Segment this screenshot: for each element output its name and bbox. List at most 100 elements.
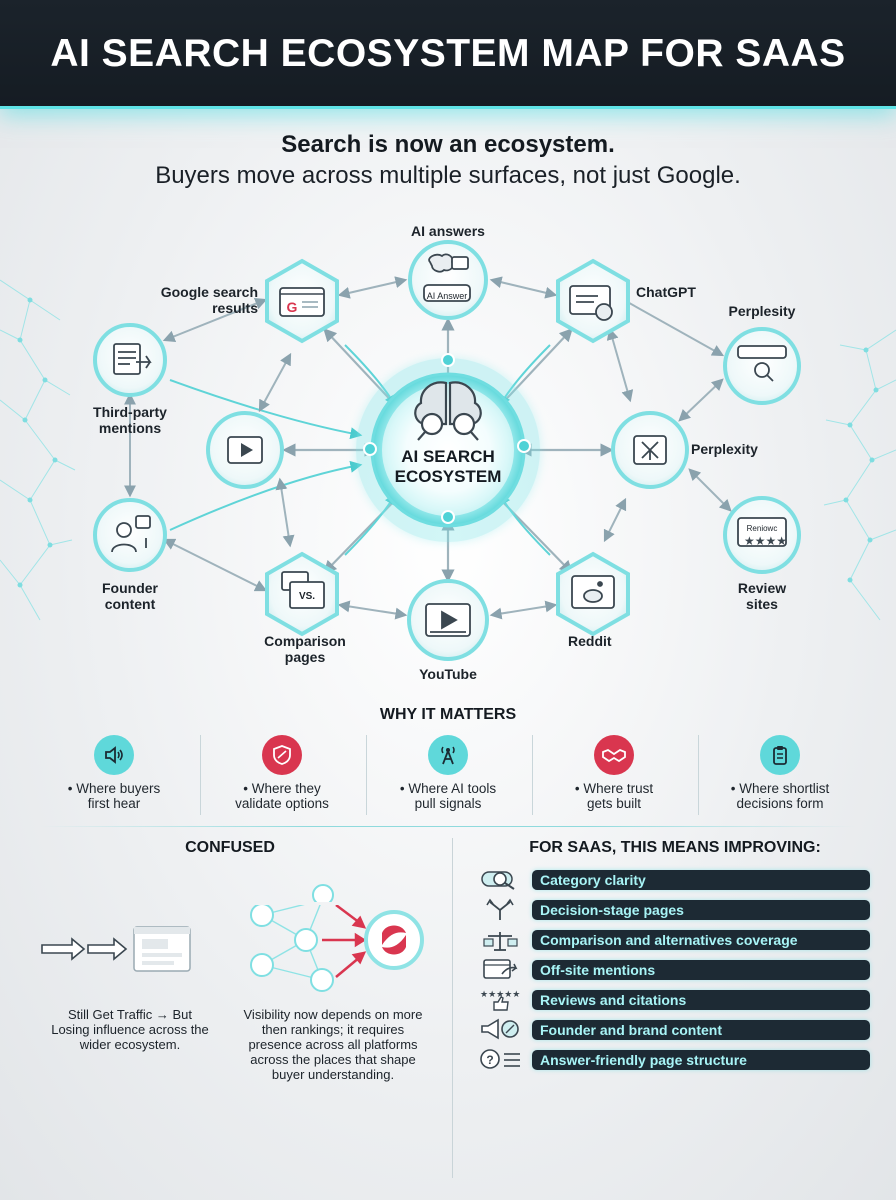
why-text: • Where trust gets built bbox=[532, 781, 696, 811]
node-third-party[interactable] bbox=[93, 323, 167, 397]
confused-left-line: Losing influence across the bbox=[51, 1022, 209, 1037]
right-network-decoration bbox=[823, 329, 896, 621]
improving-item: Decision-stage pages bbox=[532, 900, 870, 920]
traffic-arrows bbox=[41, 937, 128, 961]
why-text-line1: • Where they bbox=[243, 781, 321, 796]
node-review[interactable]: ★★★★ bbox=[723, 496, 801, 574]
why-item: • Where trust gets built bbox=[532, 735, 696, 811]
node-google[interactable]: G bbox=[265, 258, 339, 344]
platform-nodes bbox=[250, 905, 334, 992]
handshake-icon bbox=[594, 735, 634, 775]
label-review-line2: sites bbox=[746, 596, 778, 612]
why-text: • Where they validate options bbox=[200, 781, 364, 811]
node-founder[interactable] bbox=[93, 498, 167, 572]
why-text-line1: • Where buyers bbox=[67, 781, 161, 796]
improving-item: Off-site mentions bbox=[532, 960, 870, 980]
shield-icon bbox=[262, 735, 302, 775]
why-text: • Where shortlist decisions form bbox=[698, 781, 862, 811]
review-badge: Reniowc bbox=[746, 524, 778, 533]
svg-text:G: G bbox=[287, 299, 298, 315]
megaphone-icon bbox=[481, 1018, 519, 1040]
why-text-line1: • Where shortlist bbox=[730, 781, 830, 796]
left-network-decoration bbox=[0, 279, 76, 621]
confused-illustration bbox=[41, 905, 424, 992]
why-item: • Where they validate options bbox=[200, 735, 364, 811]
fork-arrows-icon bbox=[486, 898, 514, 920]
svg-text:★★★★★: ★★★★★ bbox=[480, 990, 520, 1000]
brand-logo-icon bbox=[364, 910, 424, 970]
label-review-line1: Review bbox=[737, 580, 787, 596]
improving-title: FOR SAAS, THIS MEANS IMPROVING: bbox=[529, 839, 821, 856]
improving-item: Answer-friendly page structure bbox=[532, 1050, 870, 1070]
share-browser-icon bbox=[483, 959, 518, 979]
node-ai-answers[interactable] bbox=[408, 240, 488, 320]
label-ai-answers: AI answers bbox=[411, 223, 485, 239]
label-chatgpt: ChatGPT bbox=[636, 284, 696, 300]
label-google-line2: results bbox=[212, 300, 258, 316]
node-youtube[interactable] bbox=[407, 579, 489, 661]
why-text: • Where AI tools pull signals bbox=[366, 781, 530, 811]
magnifier-icon bbox=[481, 871, 515, 890]
divider bbox=[200, 735, 201, 815]
why-text-line1: • Where AI tools bbox=[399, 781, 497, 796]
section-divider bbox=[40, 826, 856, 827]
label-google: Google search results bbox=[140, 284, 258, 316]
why-text-line2: decisions form bbox=[736, 796, 824, 811]
label-comparison: Comparison pages bbox=[245, 633, 365, 665]
vs-badge: VS. bbox=[298, 591, 316, 602]
search-bar-icon bbox=[737, 345, 787, 382]
reddit-icon bbox=[571, 575, 615, 609]
improving-item: Comparison and alternatives coverage bbox=[532, 930, 870, 950]
confused-right-line: presence across all platforms bbox=[248, 1037, 418, 1052]
intro-subtitle: Buyers move across multiple surfaces, no… bbox=[155, 162, 741, 189]
improving-item: Category clarity bbox=[532, 870, 870, 890]
why-item: • Where AI tools pull signals bbox=[366, 735, 530, 811]
confused-left-line: wider ecosystem. bbox=[79, 1037, 181, 1052]
chat-window-icon bbox=[569, 285, 613, 321]
clipboard-icon bbox=[760, 735, 800, 775]
why-text-line2: pull signals bbox=[414, 796, 482, 811]
ecosystem-diagram: G bbox=[0, 240, 896, 661]
node-perplesity[interactable] bbox=[723, 327, 801, 405]
red-arrows bbox=[322, 905, 367, 978]
label-comparison-line1: Comparison bbox=[264, 633, 346, 649]
newspaper-share-icon bbox=[113, 343, 152, 375]
confused-right-line: Visibility now depends on more bbox=[243, 1007, 423, 1022]
node-reddit[interactable] bbox=[556, 551, 630, 637]
confused-left-text: Still Get Traffic → But Losing influence… bbox=[30, 1007, 230, 1052]
confused-title: CONFUSED bbox=[185, 839, 275, 856]
why-item: • Where shortlist decisions form bbox=[698, 735, 862, 811]
balance-scale-icon bbox=[483, 932, 518, 951]
confused-left-line: Still Get Traffic → But bbox=[67, 1007, 193, 1022]
node-comparison[interactable] bbox=[265, 551, 339, 637]
question-list-icon: ? bbox=[480, 1049, 520, 1069]
outer-connectors bbox=[124, 276, 732, 620]
column-divider bbox=[452, 838, 453, 1178]
improving-item: Founder and brand content bbox=[532, 1020, 870, 1040]
review-stars-icon: ★★★★ bbox=[737, 517, 787, 548]
label-third-party-line2: mentions bbox=[98, 420, 162, 436]
divider bbox=[698, 735, 699, 815]
label-founder-line2: content bbox=[104, 596, 156, 612]
hub-label-line1: AI SEARCH bbox=[401, 447, 495, 466]
connector-joints bbox=[363, 353, 531, 524]
node-chatgpt[interactable] bbox=[556, 258, 630, 344]
why-title: WHY IT MATTERS bbox=[379, 706, 517, 723]
confused-right-line: buyer understanding. bbox=[271, 1067, 395, 1082]
website-mockup-icon bbox=[133, 926, 191, 972]
ai-answer-badge: AI Answer bbox=[426, 291, 468, 301]
person-speaking-icon bbox=[111, 515, 151, 553]
why-text-line2: gets built bbox=[586, 796, 642, 811]
node-perplexity[interactable] bbox=[611, 411, 689, 489]
hub-label-line2: ECOSYSTEM bbox=[394, 467, 502, 486]
label-review: Review sites bbox=[712, 580, 812, 612]
video-play-icon bbox=[227, 436, 263, 464]
label-perplexity: Perplexity bbox=[691, 441, 758, 457]
node-youtube-left[interactable] bbox=[206, 411, 284, 489]
brain-magnifier-icon bbox=[414, 381, 482, 441]
top-platform-node bbox=[312, 884, 334, 902]
label-reddit: Reddit bbox=[568, 633, 612, 649]
label-comparison-line2: pages bbox=[284, 649, 326, 665]
svg-text:?: ? bbox=[486, 1053, 493, 1067]
why-text: • Where buyers first hear bbox=[32, 781, 196, 811]
